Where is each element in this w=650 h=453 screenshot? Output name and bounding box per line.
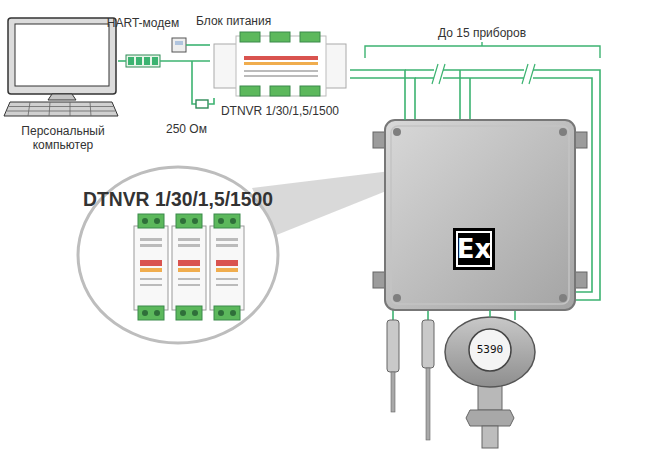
node-label: Блок питания xyxy=(196,14,271,28)
transmitter-head: 5390 xyxy=(445,317,535,387)
barrier-module-illustration xyxy=(240,32,260,42)
resistor-symbol xyxy=(196,100,208,108)
resistor-symbol xyxy=(192,61,196,104)
barrier-module-illustration xyxy=(244,56,318,60)
computer-illustration xyxy=(4,102,118,116)
node-label: DTNVR 1/30/1,5/1500 xyxy=(78,193,278,207)
power-supply-illustration xyxy=(175,41,183,45)
signal-wire xyxy=(186,44,210,46)
barrier-module-illustration xyxy=(244,70,318,72)
power-supply-illustration xyxy=(172,38,186,52)
hart-modem: HART-модем xyxy=(126,55,160,67)
field-wire xyxy=(514,310,516,320)
zoom-callout xyxy=(210,214,244,320)
note-label: До 15 приборов xyxy=(432,26,532,40)
barrier-module: DTNVR 1/30/1,5/1500 xyxy=(210,32,350,98)
modem-illustration xyxy=(126,55,160,67)
field-wire xyxy=(469,78,471,120)
computer-illustration xyxy=(4,18,118,116)
barrier-module-illustration xyxy=(244,75,318,77)
field-wire xyxy=(459,70,461,120)
field-wire xyxy=(392,310,394,320)
computer-illustration xyxy=(15,24,109,86)
power-supply: Блок питания xyxy=(172,38,186,52)
modem-illustration xyxy=(128,57,134,65)
pressure-transmitter xyxy=(469,329,511,371)
bracket xyxy=(365,42,600,58)
zoom-callout xyxy=(134,214,168,320)
line-break-mark xyxy=(522,64,535,84)
power-supply-illustration xyxy=(172,38,186,52)
barrier-module-illustration xyxy=(214,32,346,96)
computer-illustration xyxy=(8,18,116,94)
line-break-mark xyxy=(432,64,445,84)
bracket xyxy=(365,42,600,58)
barrier-module-illustration xyxy=(300,86,320,96)
note-label: 250 Ом xyxy=(166,122,207,136)
field-wire xyxy=(350,70,600,320)
temperature-sensor xyxy=(426,368,430,440)
pressure-transmitter xyxy=(466,410,514,426)
ex-housing xyxy=(559,294,567,302)
modem-illustration xyxy=(152,57,158,65)
modem-illustration xyxy=(126,55,160,67)
signal-wire xyxy=(160,60,210,62)
temperature-sensor xyxy=(422,320,434,368)
node-label: Ex xyxy=(453,228,495,270)
computer-illustration xyxy=(7,102,115,116)
barrier-module-illustration xyxy=(270,32,290,42)
signal-wire xyxy=(118,60,126,62)
ex-housing xyxy=(385,120,575,310)
temperature-sensor xyxy=(391,372,395,412)
barrier-module-illustration xyxy=(240,86,260,96)
resistor-symbol xyxy=(208,98,214,104)
barrier-module-illustration xyxy=(270,86,290,96)
ex-housing xyxy=(559,128,567,136)
temperature-sensor xyxy=(387,320,399,372)
zoom-callout xyxy=(78,167,278,343)
pressure-transmitter xyxy=(445,317,535,387)
ex-housing xyxy=(373,120,587,310)
node-label: Персональный компьютер xyxy=(8,124,118,152)
computer: Персональный компьютер xyxy=(8,18,118,118)
barrier-module-illustration xyxy=(236,36,326,96)
zoom-callout xyxy=(172,214,206,320)
pressure-transmitter xyxy=(478,384,502,410)
node-label: HART-модем xyxy=(102,16,184,30)
resistor-symbol xyxy=(192,61,214,108)
ex-housing xyxy=(391,126,569,304)
field-wire xyxy=(427,310,429,320)
node-label: DTNVR 1/30/1,5/1500 xyxy=(210,104,350,118)
computer-illustration xyxy=(48,94,76,100)
ex-housing xyxy=(393,294,401,302)
modem-illustration xyxy=(144,57,150,65)
zoom-circle: DTNVR 1/30/1,5/1500 xyxy=(78,167,278,343)
modem-illustration xyxy=(136,57,142,65)
node-label: 5390 xyxy=(470,343,510,357)
line-break-mark xyxy=(432,64,535,84)
pressure-transmitter xyxy=(445,317,535,448)
signal-wire xyxy=(489,310,491,317)
pressure-transmitter xyxy=(482,426,498,448)
barrier-module-illustration xyxy=(244,62,318,65)
ex-housing-box: Ex xyxy=(385,120,575,310)
barrier-module-illustration xyxy=(300,32,320,42)
ex-housing xyxy=(393,128,401,136)
signal-wire xyxy=(350,70,405,120)
temperature-sensor xyxy=(387,320,434,440)
